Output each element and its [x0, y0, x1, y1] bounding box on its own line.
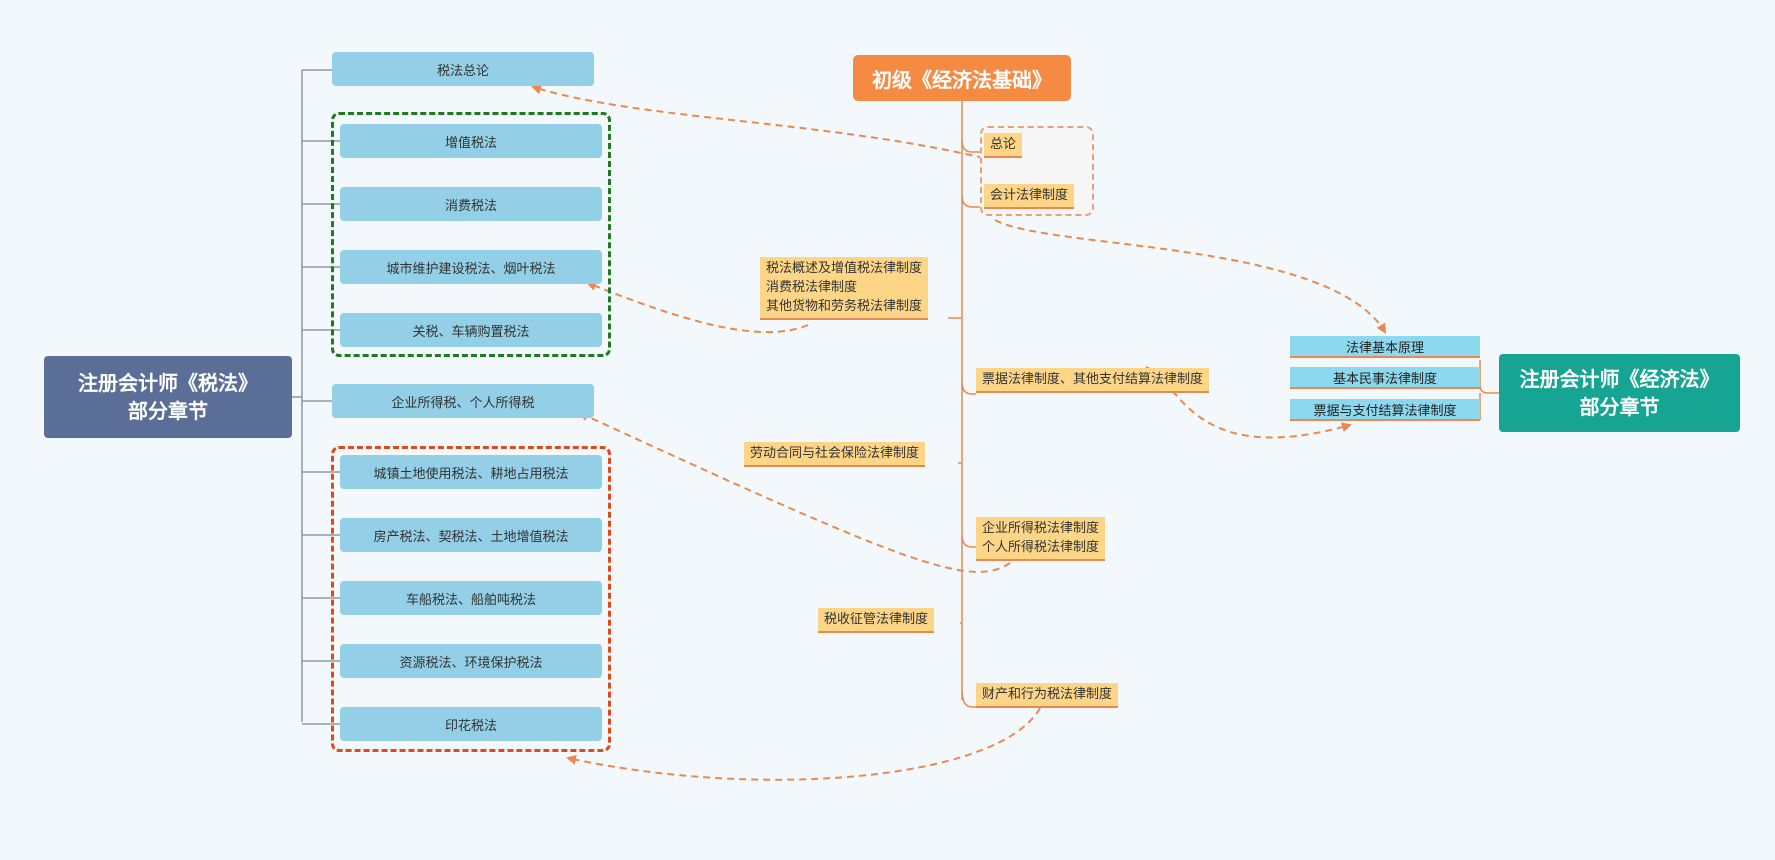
basics-chapter-accounting[interactable]: 会计法律制度 — [984, 184, 1075, 209]
cpa-tax-law-root[interactable]: 注册会计师《税法》 部分章节 — [44, 356, 292, 438]
basics-economic-law-root[interactable]: 初级《经济法基础》 — [853, 55, 1071, 101]
tax-chapter-resource-env[interactable]: 资源税法、环境保护税法 — [340, 644, 602, 678]
tax-chapter-urban-tobacco[interactable]: 城市维护建设税法、烟叶税法 — [340, 250, 602, 284]
law-chapter-bills-settlement[interactable]: 票据与支付结算法律制度 — [1290, 399, 1480, 421]
tax-chapter-land-use[interactable]: 城镇土地使用税法、耕地占用税法 — [340, 455, 602, 489]
tax-chapter-stamp[interactable]: 印花税法 — [340, 707, 602, 741]
tax-chapter-consumption[interactable]: 消费税法 — [340, 187, 602, 221]
tax-chapter-income[interactable]: 企业所得税、个人所得税 — [332, 384, 594, 418]
basics-chapter-income-tax[interactable]: 企业所得税法律制度 个人所得税法律制度 — [976, 517, 1106, 561]
tax-chapter-tariff-vehicle[interactable]: 关税、车辆购置税法 — [340, 313, 602, 347]
cpa-economic-law-root[interactable]: 注册会计师《经济法》 部分章节 — [1499, 354, 1740, 432]
tax-chapter-general[interactable]: 税法总论 — [332, 52, 594, 86]
basics-chapter-goods-services-tax[interactable]: 税法概述及增值税法律制度 消费税法律制度 其他货物和劳务税法律制度 — [760, 257, 929, 320]
basics-chapter-property-behavior-tax[interactable]: 财产和行为税法律制度 — [976, 683, 1119, 708]
property-tax-group-frame — [331, 446, 611, 752]
tax-chapter-vessel[interactable]: 车船税法、船舶吨税法 — [340, 581, 602, 615]
vat-group-frame — [331, 112, 611, 357]
center-tree-lines — [948, 101, 984, 708]
law-chapter-civil-law[interactable]: 基本民事法律制度 — [1290, 367, 1480, 389]
basics-chapter-general[interactable]: 总论 — [984, 133, 1023, 158]
right-tree-lines — [1479, 360, 1499, 420]
basics-chapter-bills-payment[interactable]: 票据法律制度、其他支付结算法律制度 — [976, 368, 1210, 393]
tax-chapter-property-deed[interactable]: 房产税法、契税法、土地增值税法 — [340, 518, 602, 552]
law-chapter-basic-principles[interactable]: 法律基本原理 — [1290, 336, 1480, 358]
cross-links — [531, 84, 1387, 781]
basics-chapter-labor-insurance[interactable]: 劳动合同与社会保险法律制度 — [744, 442, 926, 467]
tax-chapter-vat[interactable]: 增值税法 — [340, 124, 602, 158]
basics-chapter-tax-admin[interactable]: 税收征管法律制度 — [818, 608, 935, 633]
